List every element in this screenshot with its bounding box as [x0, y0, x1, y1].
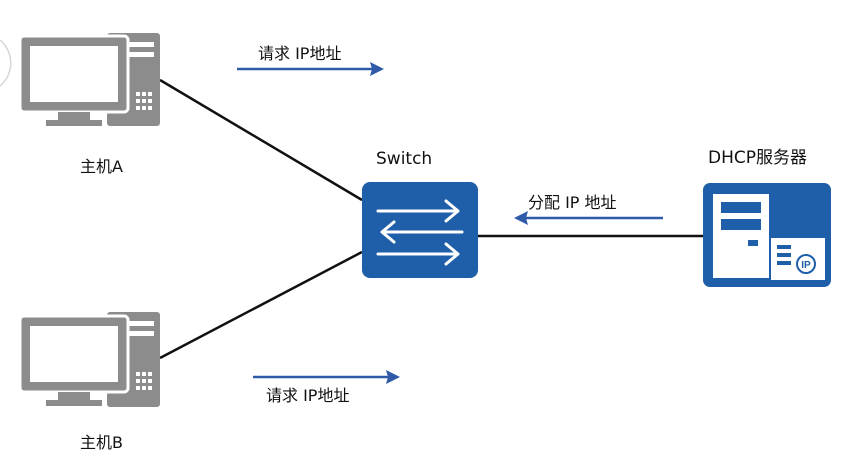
request-a-arrow-icon: [237, 62, 384, 76]
switch-label: Switch: [376, 149, 433, 169]
host-b-label: 主机B: [80, 433, 123, 452]
svg-text:IP: IP: [801, 260, 811, 271]
host-a-pc-icon: [18, 33, 160, 126]
host-a-label: 主机A: [80, 157, 123, 176]
link-hosta-switch: [159, 78, 363, 202]
assign-arrow-icon: [514, 211, 663, 225]
link-hostb-switch: [159, 250, 363, 360]
dhcp-server-label: DHCP服务器: [708, 148, 807, 168]
assign-label: 分配 IP 地址: [528, 193, 617, 212]
edge-decoration: [0, 39, 12, 87]
dhcp-server-icon: IP: [703, 183, 831, 287]
request-b-arrow-icon: [253, 370, 400, 384]
host-b-pc-icon: [18, 312, 160, 407]
request-a-label: 请求 IP地址: [258, 44, 342, 63]
switch-icon: [362, 182, 478, 278]
request-b-label: 请求 IP地址: [266, 386, 350, 405]
